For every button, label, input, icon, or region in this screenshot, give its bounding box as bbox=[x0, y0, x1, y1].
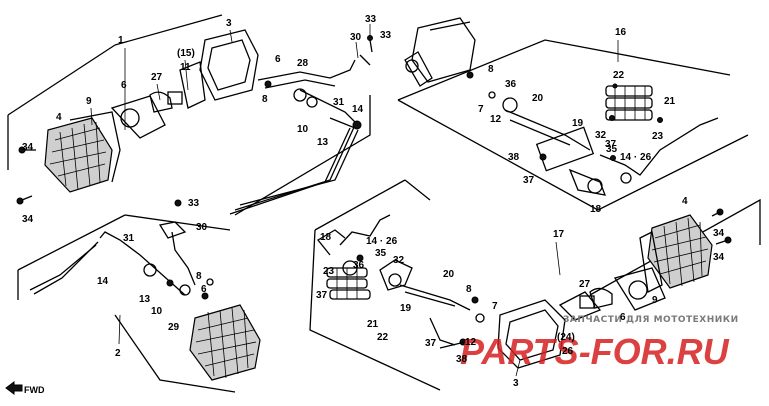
callout-36-r: 36 bbox=[505, 79, 517, 90]
callout-9-b: 9 bbox=[652, 295, 658, 306]
stem-top-left bbox=[229, 59, 362, 215]
callout-34-c: 34 bbox=[713, 228, 725, 239]
callout-31-left: 31 bbox=[123, 233, 135, 244]
watermark: ЗАПЧАСТИ ДЛЯ МОТОТЕХНИКИ PARTS-FOR.RU bbox=[460, 315, 739, 372]
lens-top-left bbox=[44, 111, 121, 193]
fwd-mark: FWD bbox=[5, 381, 45, 395]
callout-22-b: 22 bbox=[377, 332, 389, 343]
callout-8-left: 8 bbox=[196, 271, 202, 282]
callout-34-a: 34 bbox=[22, 142, 34, 153]
leader-lines bbox=[90, 24, 619, 377]
callout-6-mid: 6 bbox=[275, 54, 281, 65]
callout-20-b: 20 bbox=[443, 269, 455, 280]
callout-33-top-b: 33 bbox=[380, 30, 392, 41]
callout-7-b: 7 bbox=[492, 301, 498, 312]
callout-23-r: 23 bbox=[652, 131, 664, 142]
callout-9-top: 9 bbox=[86, 96, 92, 107]
callout-27-b: 27 bbox=[579, 279, 591, 290]
callout-19-r: 19 bbox=[572, 118, 584, 129]
callout-33-left: 33 bbox=[188, 198, 200, 209]
callout-16: 16 bbox=[615, 27, 627, 38]
callout-35-b: 35 bbox=[375, 248, 387, 259]
callout-21-r: 21 bbox=[664, 96, 676, 107]
lens-left-middle bbox=[189, 304, 261, 381]
callout-17: 17 bbox=[553, 229, 565, 240]
callout-2: 2 bbox=[115, 348, 121, 359]
callout-29: 29 bbox=[168, 322, 180, 333]
callout-1426-r: 14 · 26 bbox=[620, 152, 652, 163]
callout-6-left: 6 bbox=[201, 284, 207, 295]
callout-4-top: 4 bbox=[56, 112, 62, 123]
callout-13-left: 13 bbox=[139, 294, 151, 305]
stem-top-right bbox=[488, 91, 719, 196]
callout-1: 1 bbox=[118, 35, 124, 46]
callout-13-top: 13 bbox=[317, 137, 329, 148]
callout-19-b: 19 bbox=[400, 303, 412, 314]
stem-left bbox=[29, 199, 214, 300]
bulb-top-left bbox=[149, 91, 183, 113]
callout-18-b: 18 bbox=[320, 232, 332, 243]
callout-22-r: 22 bbox=[613, 70, 625, 81]
screws-bottom-right bbox=[439, 208, 732, 349]
callout-26: 26 bbox=[562, 346, 574, 357]
housing-bottom-right bbox=[497, 291, 602, 369]
socket-bottom-right bbox=[613, 267, 666, 311]
callouts: 1 2 3 3 (15) 11 27 6 9 4 34 34 6 28 8 30… bbox=[22, 14, 725, 389]
callout-34-d: 34 bbox=[713, 252, 725, 263]
callout-15: (15) bbox=[177, 48, 195, 59]
callout-18-r: 18 bbox=[590, 204, 602, 215]
callout-3-top: 3 bbox=[226, 18, 232, 29]
callout-38-r: 38 bbox=[508, 152, 520, 163]
bracket-top-right bbox=[605, 83, 663, 123]
group-outlines bbox=[7, 14, 761, 393]
callout-10-left: 10 bbox=[151, 306, 163, 317]
callout-30-top: 30 bbox=[350, 32, 362, 43]
callout-37-r2: 37 bbox=[523, 175, 535, 186]
callout-21-b: 21 bbox=[367, 319, 379, 330]
callout-30-left: 30 bbox=[196, 222, 208, 233]
callout-8-b: 8 bbox=[466, 284, 472, 295]
watermark-small-text: ЗАПЧАСТИ ДЛЯ МОТОТЕХНИКИ bbox=[563, 315, 739, 325]
lens-bottom-right bbox=[639, 214, 713, 293]
fwd-arrow-icon bbox=[5, 381, 23, 395]
stem-bottom-right bbox=[317, 214, 485, 346]
callout-23-b: 23 bbox=[323, 266, 335, 277]
callout-24: (24) bbox=[557, 332, 575, 343]
callout-31-top: 31 bbox=[333, 97, 345, 108]
callout-1426-b: 14 · 26 bbox=[366, 236, 398, 247]
callout-35-r: 35 bbox=[606, 144, 618, 155]
screws-top-left bbox=[16, 35, 373, 205]
housing-top-right bbox=[404, 17, 476, 87]
callout-7-r: 7 bbox=[478, 104, 484, 115]
callout-14-left: 14 bbox=[97, 276, 109, 287]
callout-6-b: 6 bbox=[620, 312, 626, 323]
socket-top-left bbox=[110, 95, 166, 139]
callout-10-top: 10 bbox=[297, 124, 309, 135]
callout-3-bottom: 3 bbox=[513, 378, 519, 389]
watermark-big-text: PARTS-FOR.RU bbox=[460, 331, 730, 372]
callout-37-r: 37 bbox=[605, 139, 617, 150]
callout-4-b: 4 bbox=[682, 196, 688, 207]
housing-top-left bbox=[179, 29, 259, 109]
callout-20-r: 20 bbox=[532, 93, 544, 104]
callout-28: 28 bbox=[297, 58, 309, 69]
callout-34-b: 34 bbox=[22, 214, 34, 225]
callout-14-top: 14 bbox=[352, 104, 364, 115]
callout-33-top-a: 33 bbox=[365, 14, 377, 25]
callout-37-b: 37 bbox=[316, 290, 328, 301]
callout-27-top: 27 bbox=[151, 72, 163, 83]
fwd-text: FWD bbox=[24, 385, 45, 395]
callout-12-b: 12 bbox=[465, 337, 477, 348]
callout-38-b: 38 bbox=[456, 354, 468, 365]
callout-37-b2: 37 bbox=[425, 338, 437, 349]
callout-32-r: 32 bbox=[595, 130, 607, 141]
callout-6-top: 6 bbox=[121, 80, 127, 91]
callout-8-r: 8 bbox=[488, 64, 494, 75]
callout-32-b: 32 bbox=[393, 255, 405, 266]
callout-8-top: 8 bbox=[262, 94, 268, 105]
bulb-bottom-right bbox=[579, 287, 613, 309]
callout-36-b: 36 bbox=[353, 260, 365, 271]
callout-12-r: 12 bbox=[490, 114, 502, 125]
